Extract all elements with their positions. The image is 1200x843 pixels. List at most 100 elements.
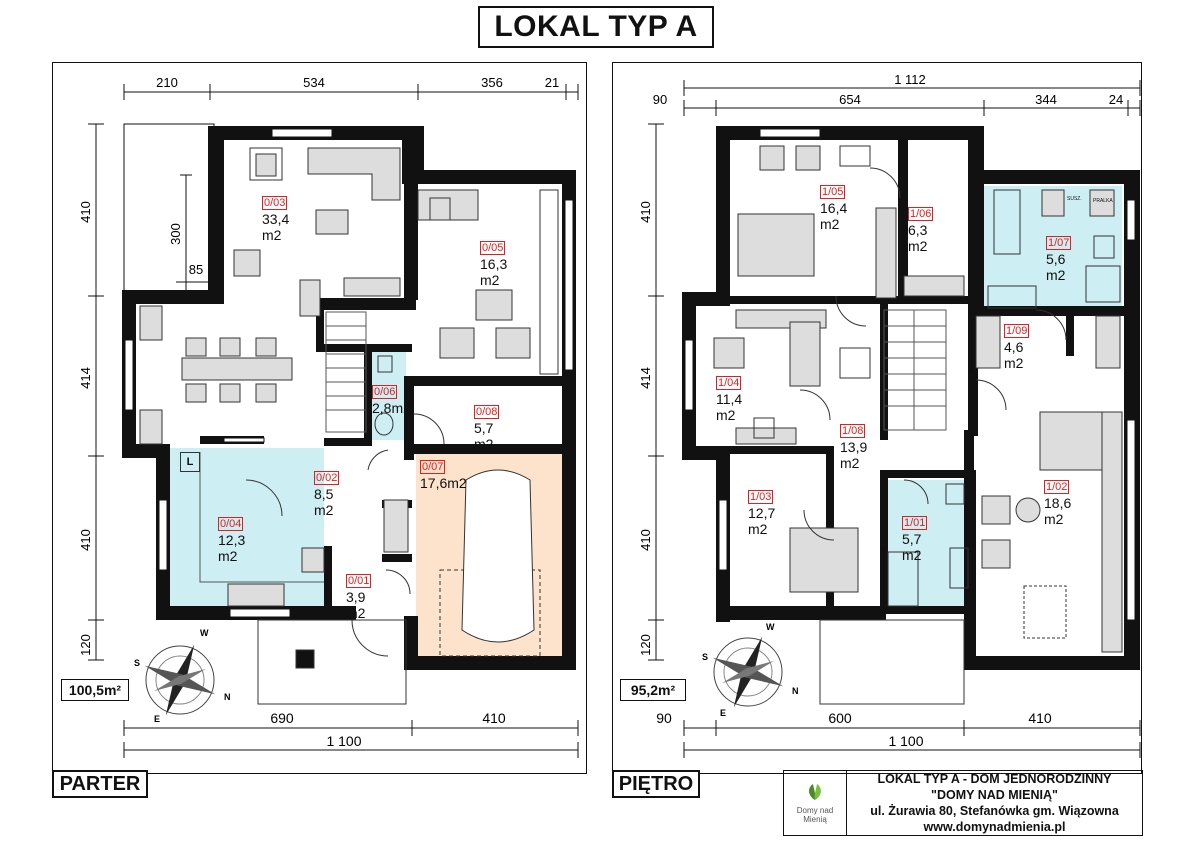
parter-dim-inner [176, 174, 212, 290]
room-area: 12,3 m2 [218, 532, 246, 564]
parter-doors [245, 413, 445, 657]
parter-dim-left-4: 120 [78, 634, 93, 656]
parter-kitchen-fill [166, 448, 324, 606]
info-line-3: ul. Żurawia 80, Stefanówka gm. Wiązowna [870, 804, 1119, 818]
info-line-2: "DOMY NAD MIENIĄ" [931, 788, 1058, 802]
parter-compass-w: W [200, 628, 209, 638]
pietro-total-area: 95,2m² [620, 679, 686, 701]
pietro-dim-344: 344 [1035, 92, 1057, 107]
pietro-compass-icon [712, 636, 784, 708]
pietro-dim-90-bottom: 90 [656, 710, 672, 726]
room-id: 0/05 [480, 241, 506, 255]
kitchen-mark: L [180, 452, 200, 472]
logo: Domy nad Mienią [784, 771, 847, 835]
parter-compass-s: S [134, 658, 140, 668]
room-1-08: 1/08 13,9 m2 [840, 421, 867, 471]
room-1-05: 1/05 16,4 m2 [820, 182, 847, 232]
info-line-4: www.domynadmienia.pl [923, 820, 1066, 834]
pietro-dim-bottom [683, 720, 1141, 758]
parter-dim-left-1: 410 [78, 201, 93, 223]
parter-dim-410: 410 [482, 710, 506, 726]
pietro-dim-top [683, 80, 1141, 116]
room-id: 1/01 [902, 516, 928, 530]
room-0-08: 0/08 5,7 m2 [474, 402, 500, 452]
parter-dim-1100: 1 100 [326, 733, 361, 749]
pietro-dim-1112: 1 112 [894, 72, 926, 87]
room-1-02: 1/02 18,6 m2 [1044, 477, 1071, 527]
logo-text: Domy nad Mienią [796, 806, 834, 824]
room-id: 1/06 [908, 207, 934, 221]
room-area: 3,9 m2 [346, 589, 366, 621]
room-area: 17,6m2 [420, 475, 467, 491]
pietro-windows [684, 128, 1136, 621]
pietro-walls [682, 126, 1140, 670]
parter-compass-n: N [224, 692, 231, 702]
appliance-washer-label: PRALKA [1093, 198, 1113, 204]
room-id: 0/07 [420, 460, 446, 474]
appliance-dryer-label: SUSZ. [1067, 196, 1082, 202]
room-id: 0/08 [474, 405, 500, 419]
parter-dim-690: 690 [270, 710, 294, 726]
parter-dim-534: 534 [303, 75, 325, 90]
room-1-01: 1/01 5,7 m2 [902, 513, 928, 563]
parter-label: PARTER [52, 770, 148, 798]
room-0-05: 0/05 16,3 m2 [480, 238, 507, 288]
room-area: 12,7 m2 [748, 505, 776, 537]
room-area: 18,6 m2 [1044, 495, 1072, 527]
info-line-1: LOKAL TYP A - DOM JEDNORODZINNY [877, 772, 1112, 786]
pietro-dim-410: 410 [1028, 710, 1052, 726]
room-0-07: 0/07 17,6m2 [420, 457, 467, 491]
room-area: 4,6 m2 [1004, 339, 1024, 371]
room-id: 1/05 [820, 185, 846, 199]
parter-dim-top [123, 84, 579, 100]
room-id: 1/02 [1044, 480, 1070, 494]
parter-dim-85: 85 [189, 262, 203, 277]
parter-wc-fill [370, 352, 406, 440]
room-area: 13,9 m2 [840, 439, 868, 471]
room-0-04: 0/04 12,3 m2 [218, 514, 245, 564]
room-id: 1/09 [1004, 324, 1030, 338]
info-text: LOKAL TYP A - DOM JEDNORODZINNY "DOMY NA… [847, 771, 1142, 835]
room-area: 5,7 m2 [902, 531, 922, 563]
room-area: 8,5 m2 [314, 486, 334, 518]
room-0-06: 0/06 2,8m2 [372, 382, 411, 416]
parter-furniture [139, 147, 559, 705]
room-0-02: 0/02 8,5 m2 [314, 468, 340, 518]
pietro-dim-1100: 1 100 [888, 733, 923, 749]
pietro-dim-left-4: 120 [638, 634, 653, 656]
parter-windows [124, 128, 574, 618]
parter-dim-300: 300 [168, 223, 183, 245]
parter-dim-21: 21 [545, 75, 559, 90]
room-1-09: 1/09 4,6 m2 [1004, 321, 1030, 371]
room-area: 6,3 m2 [908, 222, 928, 254]
pietro-plan: 1 112 90 654 344 24 410 414 410 120 [638, 72, 1141, 758]
leaf-icon [809, 784, 821, 800]
room-id: 0/02 [314, 471, 340, 485]
pietro-furniture [713, 145, 1123, 705]
room-id: 0/06 [372, 385, 398, 399]
room-id: 1/04 [716, 376, 742, 390]
room-1-07: 1/07 5,6 m2 [1046, 233, 1072, 283]
pietro-dim-left [648, 123, 664, 661]
parter-dim-left-3: 410 [78, 529, 93, 551]
room-area: 16,4 m2 [820, 200, 848, 232]
pietro-dim-left-1: 410 [638, 201, 653, 223]
room-1-06: 1/06 6,3 m2 [908, 204, 934, 254]
pietro-dim-600: 600 [828, 710, 852, 726]
pietro-dim-90-top: 90 [653, 92, 667, 107]
page-title: LOKAL TYP A [478, 6, 714, 48]
room-area: 33,4 m2 [262, 211, 290, 243]
parter-frame [52, 62, 587, 774]
room-1-04: 1/04 11,4 m2 [716, 373, 742, 423]
room-0-03: 0/03 33,4 m2 [262, 193, 289, 243]
pietro-label: PIĘTRO [612, 770, 700, 798]
room-id: 0/03 [262, 196, 288, 210]
pietro-compass-n: N [792, 686, 799, 696]
parter-compass-e: E [154, 714, 160, 724]
pietro-compass-e: E [720, 708, 726, 718]
pietro-compass-w: W [766, 622, 775, 632]
parter-dim-left [88, 123, 104, 661]
parter-compass-icon [144, 644, 216, 716]
parter-dim-356: 356 [481, 75, 503, 90]
parter-total-area: 100,5m² [61, 679, 129, 701]
